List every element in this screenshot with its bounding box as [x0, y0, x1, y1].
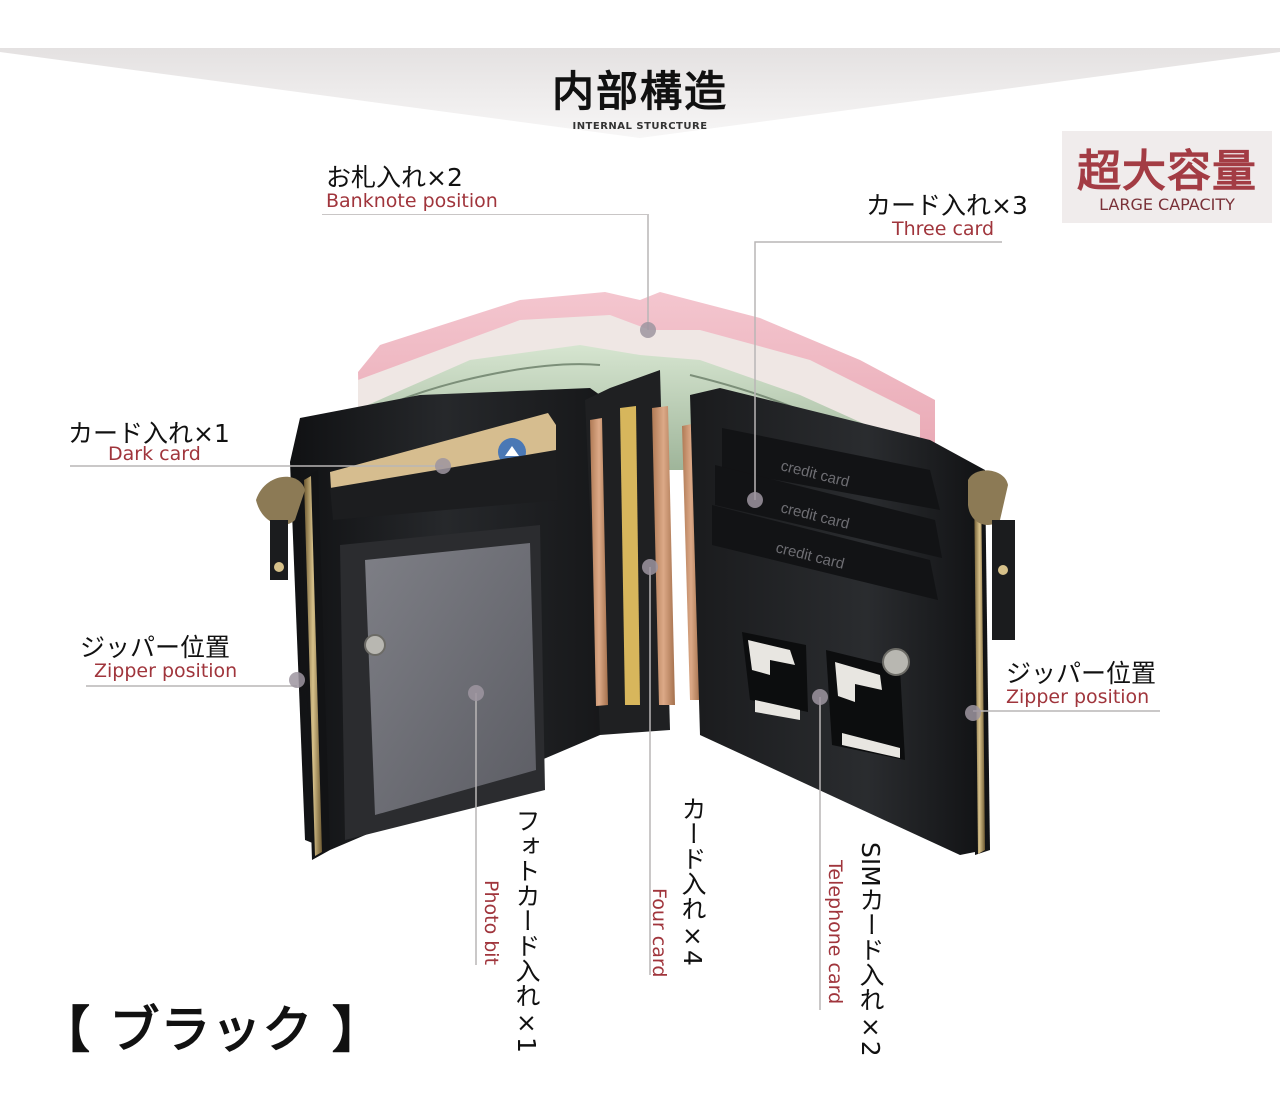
three-card-label-jp: カード入れ×3	[866, 191, 1028, 220]
photo-label-en: Photo bit	[480, 880, 502, 966]
zipper-right-label-en: Zipper position	[1006, 686, 1150, 708]
color-variant-label: 【 ブラック 】	[40, 1001, 383, 1059]
middle-card-slots	[585, 370, 700, 735]
banknote-underline	[322, 214, 648, 215]
capacity-badge-title: 超大容量	[1077, 146, 1257, 197]
zipper-left-label-en: Zipper position	[94, 660, 238, 682]
banknote-label-en: Banknote position	[326, 190, 498, 212]
page-title: 内部構造	[551, 67, 728, 116]
wallet-right-panel: credit card credit card credit card	[690, 388, 1015, 855]
capacity-badge: 超大容量 LARGE CAPACITY	[1062, 131, 1272, 223]
zipper-right-label-jp: ジッパー位置	[1006, 659, 1157, 688]
dark-card-label-en: Dark card	[108, 443, 201, 465]
dark-card-label-jp: カード入れ×1	[68, 419, 230, 448]
leader-dots	[289, 322, 981, 721]
four-card-label-en: Four card	[648, 888, 670, 978]
banknote-label-jp: お札入れ×2	[326, 163, 463, 192]
sim-label-en: Telephone card	[824, 860, 846, 1005]
sim-label-jp: SIMカード入れ×2	[856, 842, 885, 1057]
three-card-label-en: Three card	[892, 218, 995, 240]
photo-label-jp: フォトカード入れ×1	[512, 808, 541, 1053]
leader-lines	[70, 214, 1160, 1010]
capacity-badge-subtitle: LARGE CAPACITY	[1099, 195, 1235, 214]
four-card-label-jp: カード入れ×4	[678, 796, 707, 966]
wallet-left-panel	[256, 388, 600, 860]
header-band	[0, 48, 1280, 138]
page-subtitle: INTERNAL STURCTURE	[572, 121, 708, 132]
zipper-left-label-jp: ジッパー位置	[80, 633, 231, 662]
